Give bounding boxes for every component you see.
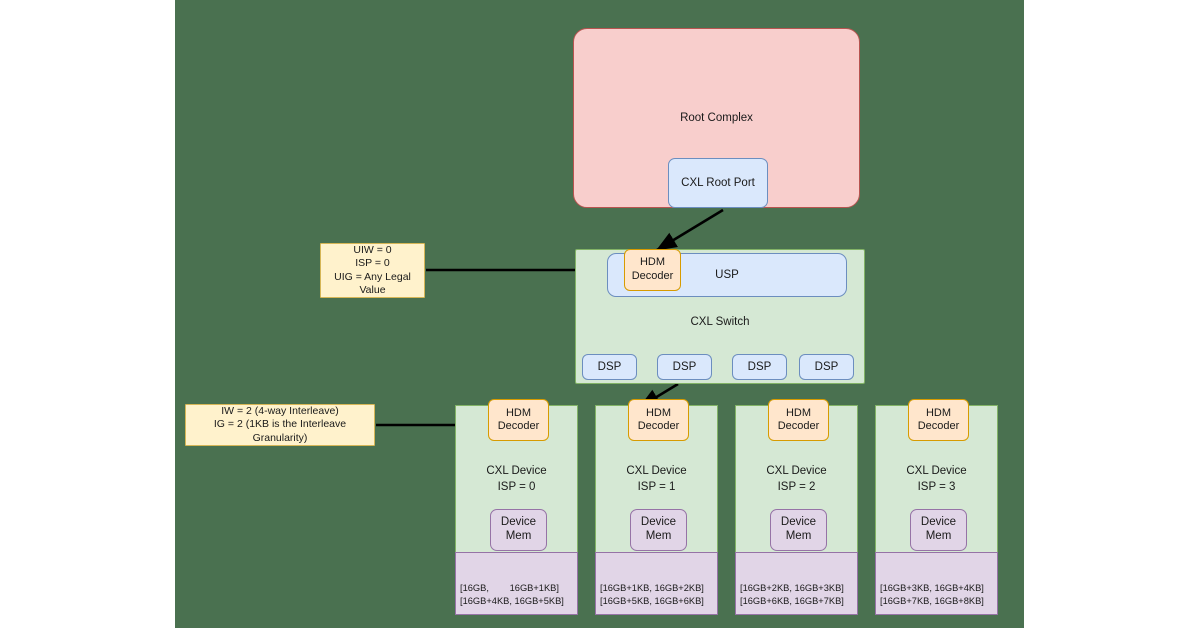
device-1-device-mem[interactable]: Device Mem (630, 509, 687, 551)
device-3-device-mem-line2: Mem (925, 530, 952, 542)
cxl-device-0[interactable]: HDM Decoder CXL Device ISP = 0 Device Me… (455, 399, 578, 615)
device-1-hdm-line2: Decoder (637, 420, 680, 432)
device-3-title-line2: ISP = 3 (917, 480, 956, 493)
dsp-port-1[interactable]: DSP (657, 354, 712, 380)
device-0-hdm-line1: HDM (505, 406, 532, 419)
device-2-title-line1: CXL Device (766, 465, 827, 477)
root-complex-label: Root Complex (680, 112, 753, 124)
device-3-hdm-line1: HDM (925, 406, 952, 419)
arrow-rootport-to-usp-hdm (655, 208, 724, 252)
diagram-stage: Root Complex CXL Root Port CXL Switch US… (175, 0, 1024, 628)
device-1-ranges-top: [16GB+1KB, 16GB+2KB] [16GB+5KB, 16GB+6KB… (600, 583, 704, 606)
device-3-device-mem-line1: Device (920, 516, 957, 529)
device-3-memory-ranges: [16GB+3KB, 16GB+4KB] [16GB+7KB, 16GB+8KB… (875, 552, 998, 615)
device-2-memory-ranges: [16GB+2KB, 16GB+3KB] [16GB+6KB, 16GB+7KB… (735, 552, 858, 615)
device-0-device-mem-line1: Device (500, 516, 537, 529)
dsp-port-2-label: DSP (747, 360, 772, 373)
device-3-title-line1: CXL Device (906, 465, 967, 477)
device-2-hdm-line2: Decoder (777, 420, 820, 432)
callout-device-line-0: IW = 2 (4-way Interleave) (221, 405, 339, 418)
cxl-device-3[interactable]: HDM Decoder CXL Device ISP = 3 Device Me… (875, 399, 998, 615)
dsp-port-3[interactable]: DSP (799, 354, 854, 380)
device-0-memory-ranges: [16GB, 16GB+1KB] [16GB+4KB, 16GB+5KB] ..… (455, 552, 578, 615)
callout-device-line-1: IG = 2 (1KB is the Interleave Granularit… (213, 418, 347, 444)
usp-hdm-decoder-line2: Decoder (631, 270, 674, 282)
device-1-device-mem-line2: Mem (645, 530, 672, 542)
device-2-device-mem-line2: Mem (785, 530, 812, 542)
dsp-port-1-label: DSP (672, 360, 697, 373)
device-2-device-mem[interactable]: Device Mem (770, 509, 827, 551)
callout-device-config[interactable]: IW = 2 (4-way Interleave) IG = 2 (1KB is… (185, 404, 375, 446)
device-1-hdm-decoder[interactable]: HDM Decoder (628, 399, 689, 441)
device-2-hdm-decoder[interactable]: HDM Decoder (768, 399, 829, 441)
device-1-title: CXL Device ISP = 1 (596, 464, 717, 495)
device-1-device-mem-line1: Device (640, 516, 677, 529)
dsp-port-0[interactable]: DSP (582, 354, 637, 380)
device-0-title-line1: CXL Device (486, 465, 547, 477)
cxl-root-port-label: CXL Root Port (681, 176, 755, 189)
device-2-ranges-top: [16GB+2KB, 16GB+3KB] [16GB+6KB, 16GB+7KB… (740, 583, 844, 606)
device-0-title-line2: ISP = 0 (497, 480, 536, 493)
device-3-hdm-line2: Decoder (917, 420, 960, 432)
usp-label: USP (715, 268, 739, 281)
usp-hdm-decoder-box[interactable]: HDM Decoder (624, 249, 681, 291)
device-2-device-mem-line1: Device (780, 516, 817, 529)
callout-usp-line-0: UIW = 0 (353, 244, 392, 257)
callout-usp-config[interactable]: UIW = 0 ISP = 0 UIG = Any Legal Value (320, 243, 425, 298)
callout-usp-line-1: ISP = 0 (355, 257, 390, 270)
device-0-device-mem-line2: Mem (505, 530, 532, 542)
device-0-hdm-line2: Decoder (497, 420, 540, 432)
device-0-device-mem[interactable]: Device Mem (490, 509, 547, 551)
device-0-title: CXL Device ISP = 0 (456, 464, 577, 495)
dsp-port-3-label: DSP (814, 360, 839, 373)
device-3-hdm-decoder[interactable]: HDM Decoder (908, 399, 969, 441)
device-3-device-mem[interactable]: Device Mem (910, 509, 967, 551)
callout-usp-line-3: Value (359, 283, 386, 296)
callout-usp-line-2: UIG = Any Legal (334, 270, 411, 283)
device-2-title-line2: ISP = 2 (777, 480, 816, 493)
cxl-switch-label: CXL Switch (690, 316, 750, 328)
usp-hdm-decoder-line1: HDM (639, 256, 666, 269)
device-0-hdm-decoder[interactable]: HDM Decoder (488, 399, 549, 441)
device-2-title: CXL Device ISP = 2 (736, 464, 857, 495)
device-3-title: CXL Device ISP = 3 (876, 464, 997, 495)
cxl-device-1[interactable]: HDM Decoder CXL Device ISP = 1 Device Me… (595, 399, 718, 615)
cxl-device-2[interactable]: HDM Decoder CXL Device ISP = 2 Device Me… (735, 399, 858, 615)
dsp-port-2[interactable]: DSP (732, 354, 787, 380)
device-1-title-line2: ISP = 1 (637, 480, 676, 493)
device-1-title-line1: CXL Device (626, 465, 687, 477)
device-3-ranges-top: [16GB+3KB, 16GB+4KB] [16GB+7KB, 16GB+8KB… (880, 583, 984, 606)
device-1-hdm-line1: HDM (645, 406, 672, 419)
device-2-hdm-line1: HDM (785, 406, 812, 419)
cxl-root-port-box[interactable]: CXL Root Port (668, 158, 768, 208)
dsp-port-0-label: DSP (597, 360, 622, 373)
device-0-ranges-top: [16GB, 16GB+1KB] [16GB+4KB, 16GB+5KB] (460, 583, 564, 606)
device-1-memory-ranges: [16GB+1KB, 16GB+2KB] [16GB+5KB, 16GB+6KB… (595, 552, 718, 615)
